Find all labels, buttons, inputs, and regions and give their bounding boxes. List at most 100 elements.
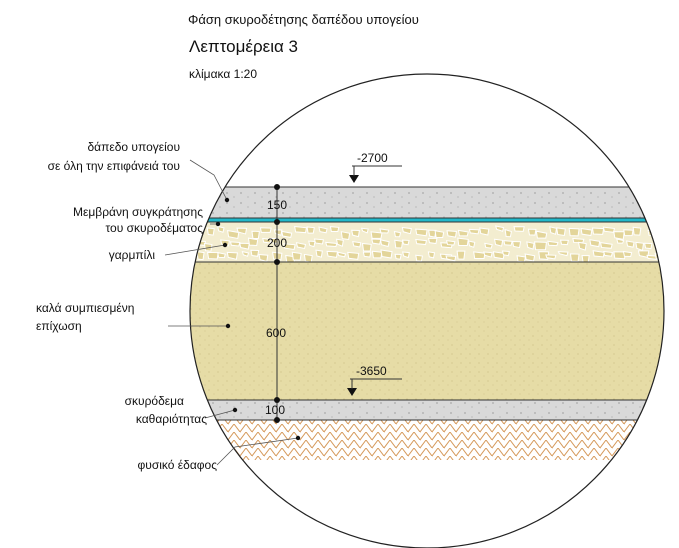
gravel-stone (589, 239, 601, 248)
gravel-stone (247, 237, 259, 246)
gravel-stone (493, 238, 504, 247)
gravel-stone (669, 251, 676, 257)
gravel-stone (492, 251, 505, 260)
gravel-stone (625, 240, 635, 248)
gravel-stone (569, 253, 580, 263)
gravel-stone (427, 251, 436, 259)
leader-dots (215, 197, 301, 441)
gravel-stone (658, 242, 664, 251)
gravel-stone (291, 251, 302, 261)
gravel-stone (434, 230, 445, 239)
gravel-stone (393, 230, 402, 238)
gravel-stone (623, 229, 634, 237)
gravel-stone (190, 242, 193, 250)
gravel-stone (362, 251, 372, 258)
gravel-stone (258, 253, 269, 263)
dimension-node (274, 259, 280, 265)
gravel-stone (229, 241, 241, 247)
gravel-stone (351, 229, 360, 238)
gravel-stone (318, 226, 328, 234)
gravel-stone (446, 230, 458, 238)
gravel-stone (207, 251, 219, 260)
gravel-stone (527, 228, 537, 236)
gravel-stone (591, 227, 605, 235)
gravel-stone (262, 237, 272, 244)
leader-gravel (164, 244, 226, 256)
gravel-stone (559, 239, 569, 246)
detail-circle (189, 73, 665, 548)
gravel-stone (501, 250, 510, 257)
dimension-node (274, 219, 280, 225)
gravel-stone (315, 249, 323, 258)
gravel-stone (371, 250, 383, 259)
dim-fill: 600 (266, 326, 286, 340)
gravel-stone (335, 238, 344, 247)
gravel-stone (379, 228, 390, 234)
label-membrane-line2: του σκυροδέματος (105, 221, 203, 235)
dimension-node (274, 417, 280, 423)
gravel-stone (456, 250, 466, 260)
gravel-stone (415, 238, 428, 246)
gravel-stone (556, 227, 566, 237)
gravel-stone (294, 225, 308, 234)
gravel-stone (494, 225, 505, 232)
gravel-stone (352, 241, 362, 248)
gravel-stone (592, 250, 605, 258)
gravel-stone (326, 250, 339, 258)
gravel-stone (655, 226, 664, 235)
gravel-stone (547, 240, 559, 247)
gravel-stone (401, 239, 410, 246)
label-gravel: γαρμπίλι (108, 248, 155, 262)
gravel-stone (325, 241, 338, 248)
gravel-stone (577, 241, 587, 251)
gravel-stone (336, 251, 347, 258)
level-marker-top: -2700 (349, 151, 402, 183)
gravel-stone (313, 238, 325, 245)
gravel-stone (580, 227, 593, 237)
leader-lean (204, 409, 236, 419)
gravel-stone (603, 250, 614, 257)
gravel-stone (361, 242, 372, 252)
gravel-stone (524, 253, 536, 262)
gravel-stone (602, 226, 616, 233)
gravel-stone (303, 253, 313, 263)
natural-soil-hatch (190, 420, 664, 460)
dim-gravel: 200 (267, 236, 287, 250)
gravel-stone (206, 227, 215, 236)
gravel-stone (295, 242, 307, 250)
gravel-stone (241, 250, 250, 257)
gravel-stone (227, 229, 240, 240)
label-membrane: Μεμβράνη συγκράτησης (73, 205, 203, 219)
gravel-stone (632, 226, 642, 236)
gravel-stone (511, 241, 522, 249)
gravel-stone (613, 231, 625, 240)
gravel-stone (394, 239, 404, 249)
label-fill-line2: επίχωση (36, 319, 82, 333)
lean-concrete-texture (190, 400, 664, 420)
gravel-stone (568, 227, 580, 237)
gravel-stone (306, 226, 315, 234)
gravel-stone (239, 242, 250, 250)
label-fill: καλά συμπιεσμένη (36, 301, 135, 315)
gravel-stone (226, 251, 238, 260)
detail-title: Λεπτομέρεια 3 (189, 37, 298, 56)
gravel-stone (379, 239, 390, 248)
dimension-node (274, 184, 280, 190)
gravel-stone (549, 226, 558, 235)
gravel-stone (259, 227, 272, 233)
dimension-chain: 150 200 600 100 (265, 184, 287, 423)
gravel-stone (616, 238, 625, 244)
label-natural-soil: φυσικό έδαφος (137, 458, 217, 472)
concrete-slab-texture (190, 187, 664, 218)
gravel-stone (503, 240, 513, 246)
gravel-stone (283, 243, 296, 251)
gravel-stone (667, 244, 678, 251)
gravel-stone (534, 241, 548, 251)
gravel-stone (622, 250, 633, 258)
gravel-stone (401, 226, 412, 235)
leader-soil (216, 437, 299, 466)
gravel-stone (217, 251, 226, 259)
scale-label: κλίμακα 1:20 (189, 67, 257, 81)
level-top-label: -2700 (357, 151, 388, 165)
